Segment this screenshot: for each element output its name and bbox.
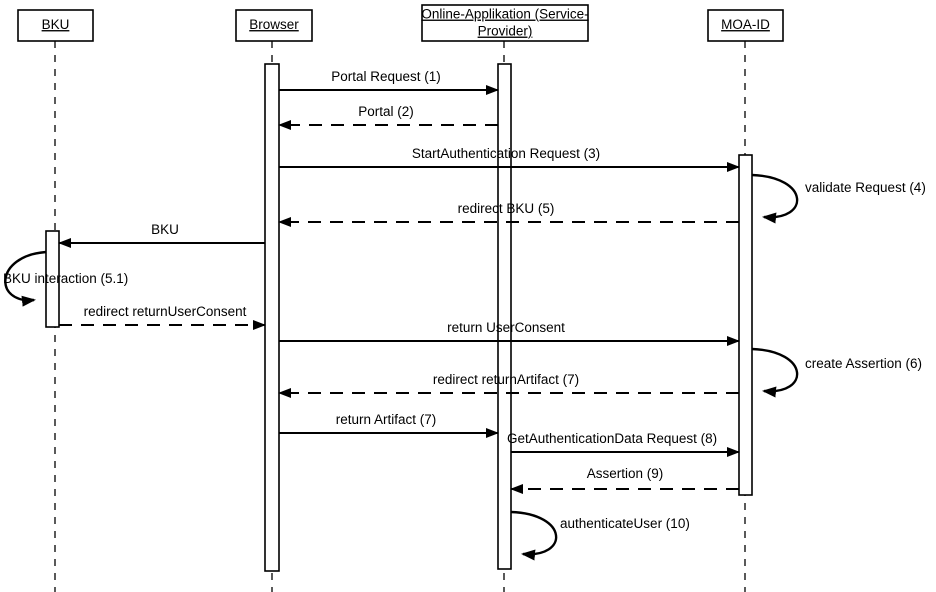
message-15: authenticateUser (10): [510, 510, 690, 561]
message-8: redirect returnUserConsent: [59, 304, 266, 330]
self-message-arrow: [510, 510, 558, 561]
message-9: return UserConsent: [279, 320, 740, 346]
activation-bar-oa: [497, 63, 512, 570]
message-4: validate Request (4): [751, 173, 926, 224]
message-3: StartAuthentication Request (3): [279, 146, 740, 172]
lifeline-header-bku: BKU: [17, 9, 94, 42]
lifeline-title-moaid: MOA-ID: [721, 17, 770, 32]
message-1: Portal Request (1): [279, 69, 499, 95]
message-label: Assertion (9): [587, 466, 664, 481]
message-label: redirect returnUserConsent: [84, 304, 247, 319]
message-label: BKU interaction (5.1): [3, 271, 128, 286]
message-label: Portal Request (1): [331, 69, 441, 84]
message-10: create Assertion (6): [751, 347, 922, 398]
message-6: BKU: [58, 222, 265, 248]
lifeline-header-browser: Browser: [235, 9, 313, 42]
lifeline-title-oa: Online-Applikation (Service-: [421, 7, 588, 22]
lifeline-header-oa: Online-Applikation (Service- Provider): [421, 4, 589, 42]
message-label: redirect BKU (5): [458, 201, 555, 216]
message-label: BKU: [151, 222, 179, 237]
self-message-arrow: [751, 347, 799, 398]
self-message-arrow: [4, 250, 47, 307]
lifeline-title-bku: BKU: [42, 17, 70, 32]
message-label: redirect returnArtifact (7): [433, 372, 579, 387]
message-12: return Artifact (7): [279, 412, 499, 438]
lifeline-layer: BKU Browser Online-Applikation (Service- Pr…: [17, 4, 784, 592]
message-label: Portal (2): [358, 104, 414, 119]
message-label: return Artifact (7): [336, 412, 437, 427]
activation-layer: [45, 63, 753, 572]
message-14: Assertion (9): [510, 466, 739, 494]
message-layer: Portal Request (1) Portal (2) StartAuthent…: [3, 69, 926, 561]
lifeline-header-moaid: MOA-ID: [707, 9, 784, 42]
self-message-arrow: [751, 173, 799, 224]
lifeline-title-browser: Browser: [249, 17, 299, 32]
message-11: redirect returnArtifact (7): [278, 372, 739, 398]
message-label: authenticateUser (10): [560, 516, 690, 531]
message-13: GetAuthenticationData Request (8): [507, 431, 740, 457]
lifeline-title-oa: Provider): [478, 24, 533, 39]
message-label: create Assertion (6): [805, 356, 922, 371]
message-label: GetAuthenticationData Request (8): [507, 431, 717, 446]
activation-bar-bku: [45, 230, 60, 328]
message-5: redirect BKU (5): [278, 201, 739, 227]
message-label: StartAuthentication Request (3): [412, 146, 600, 161]
activation-bar-browser: [264, 63, 280, 572]
activation-bar-moaid: [738, 154, 753, 496]
message-2: Portal (2): [278, 104, 498, 130]
message-7: BKU interaction (5.1): [3, 250, 128, 307]
message-label: validate Request (4): [805, 180, 926, 195]
message-label: return UserConsent: [447, 320, 565, 335]
